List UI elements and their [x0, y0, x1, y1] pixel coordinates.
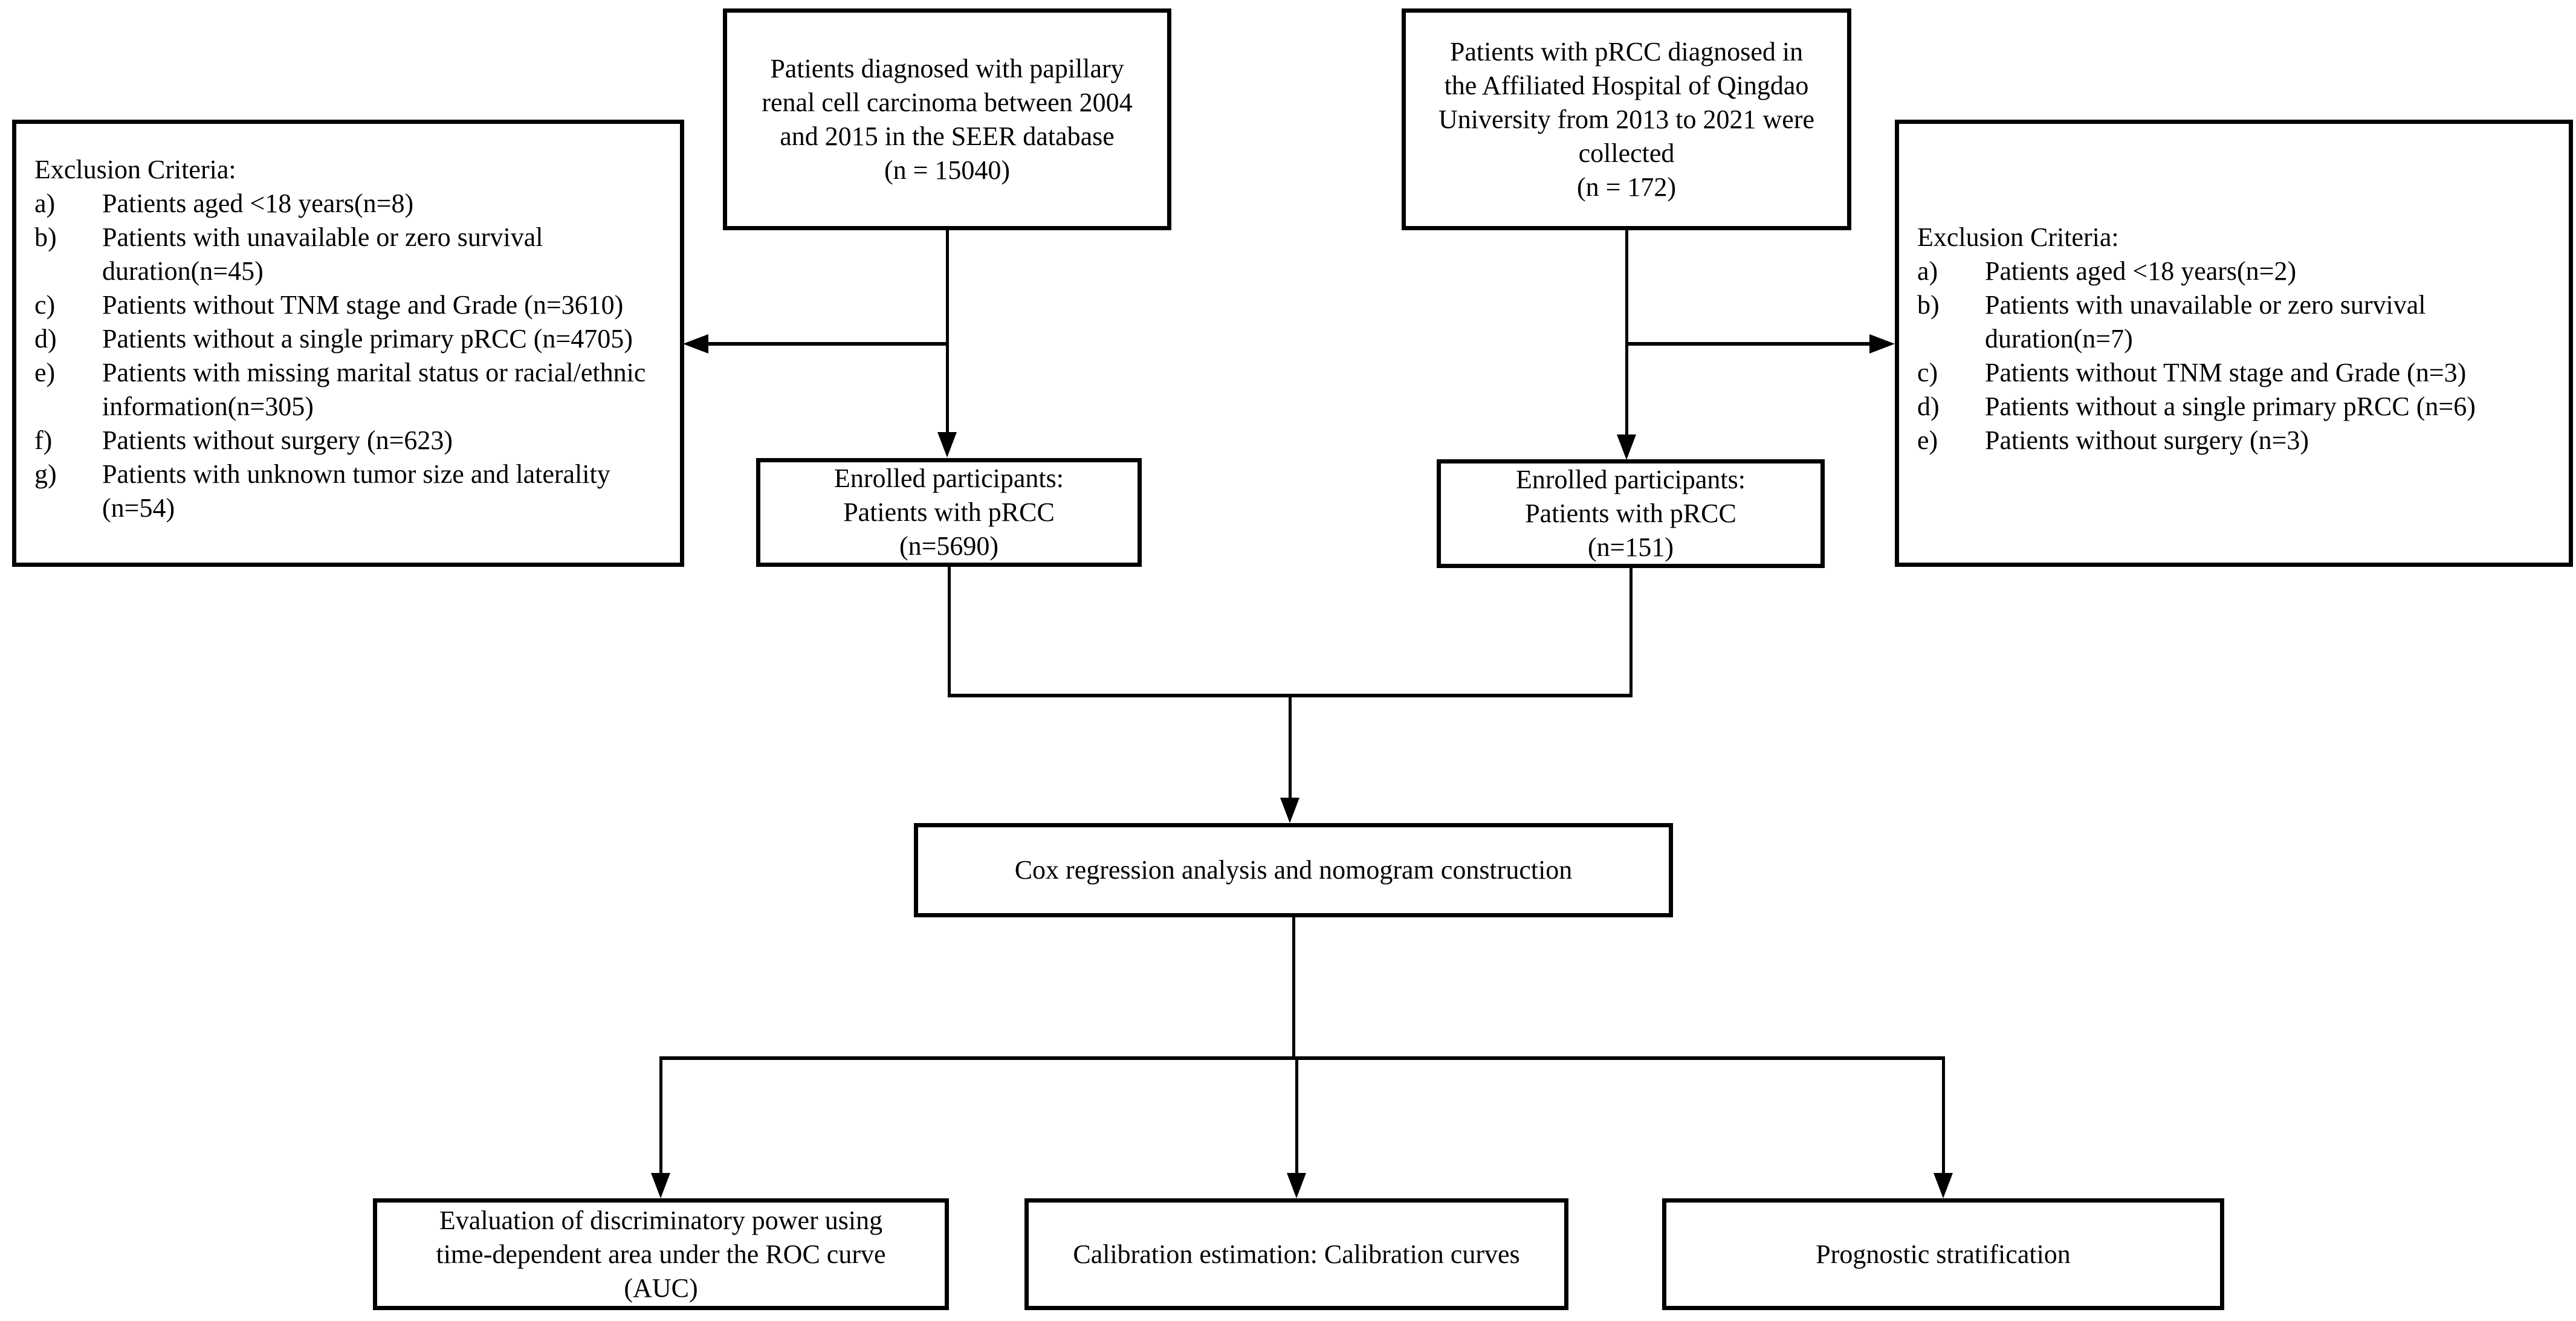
exclusion-item-text: Patients without a single primary pRCC (… — [1985, 392, 2476, 421]
connector-to-stratification-line — [1942, 1056, 1945, 1175]
hospital-enrolled-text: Enrolled participants: Patients with pRC… — [1516, 465, 1746, 562]
exclusion-item: b) Patients with unavailable or zero surv… — [1917, 288, 2565, 356]
exclusion-item: d) Patients without a single primary pRCC… — [34, 322, 676, 356]
hospital-enrolled-box: Enrolled participants: Patients with pRC… — [1437, 459, 1825, 568]
exclusion-item: b) Patients with unavailable or zero surv… — [34, 221, 676, 288]
exclusion-title: Exclusion Criteria: — [1917, 222, 2119, 252]
exclusion-item-label: e) — [34, 358, 56, 387]
hospital-exclusion-box: Exclusion Criteria: a) Patients aged <18 … — [1895, 120, 2573, 567]
arrowhead-into-calibration — [1287, 1173, 1306, 1198]
outcome-calibration-text: Calibration estimation: Calibration curv… — [1073, 1239, 1520, 1269]
outcome-stratification-text: Prognostic stratification — [1816, 1239, 2071, 1269]
arrowhead-into-stratification — [1934, 1173, 1953, 1198]
exclusion-item: c) Patients without TNM stage and Grade (… — [1917, 356, 2565, 390]
exclusion-item-label: c) — [34, 290, 56, 320]
outcome-calibration-box: Calibration estimation: Calibration curv… — [1024, 1198, 1568, 1310]
exclusion-item: g) Patients with unknown tumor size and l… — [34, 457, 676, 525]
exclusion-item: f) Patients without surgery (n=623) — [34, 424, 676, 457]
connector-distribute-horizontal-line — [659, 1056, 1945, 1060]
arrowhead-into-seer-enrolled — [937, 432, 957, 457]
exclusion-item-label: b) — [34, 222, 57, 252]
exclusion-item-text: Patients without surgery (n=3) — [1985, 425, 2309, 455]
exclusion-item-text: Patients with unavailable or zero surviv… — [1985, 290, 2426, 354]
exclusion-item-label: a) — [34, 189, 56, 218]
exclusion-item-label: e) — [1917, 425, 1938, 455]
connector-to-auc-line — [659, 1056, 662, 1175]
exclusion-item-text: Patients with unavailable or zero surviv… — [102, 222, 543, 286]
arrowhead-into-cox — [1280, 798, 1299, 823]
hospital-cohort-text: Patients with pRCC diagnosed in the Affi… — [1438, 36, 1814, 202]
seer-exclusion-box: Exclusion Criteria: a) Patients aged <18 … — [12, 120, 684, 567]
seer-enrolled-box: Enrolled participants: Patients with pRC… — [756, 458, 1142, 567]
connector-seer-down-line — [946, 230, 949, 437]
cox-analysis-box: Cox regression analysis and nomogram con… — [914, 823, 1673, 917]
connector-merge-right-line — [1629, 567, 1633, 697]
exclusion-item: c) Patients without TNM stage and Grade (… — [34, 288, 676, 322]
exclusion-item: a) Patients aged <18 years(n=8) — [34, 187, 676, 221]
exclusion-item-text: Patients without surgery (n=623) — [102, 425, 453, 455]
arrowhead-into-seer-exclusion — [683, 334, 708, 354]
outcome-auc-text: Evaluation of discriminatory power using… — [436, 1205, 886, 1303]
cox-analysis-text: Cox regression analysis and nomogram con… — [1014, 855, 1573, 885]
connector-merge-left-line — [948, 566, 951, 697]
connector-cox-down-line — [1292, 916, 1295, 1060]
connector-to-calibration-line — [1295, 1056, 1298, 1175]
connector-seer-exclusion-branch-line — [704, 342, 949, 346]
arrowhead-into-auc — [651, 1173, 670, 1198]
seer-cohort-box: Patients diagnosed with papillary renal … — [723, 8, 1171, 230]
connector-hospital-exclusion-branch-line — [1625, 342, 1869, 346]
exclusion-item-text: Patients without TNM stage and Grade (n=… — [102, 290, 624, 320]
exclusion-item-label: d) — [34, 324, 57, 354]
exclusion-item-text: Patients without a single primary pRCC (… — [102, 324, 633, 354]
connector-to-cox-line — [1289, 694, 1292, 799]
exclusion-item: e) Patients without surgery (n=3) — [1917, 424, 2565, 457]
exclusion-item-text: Patients without TNM stage and Grade (n=… — [1985, 358, 2467, 387]
exclusion-title: Exclusion Criteria: — [34, 155, 236, 184]
arrowhead-into-hospital-enrolled — [1617, 434, 1636, 460]
exclusion-list: a) Patients aged <18 years(n=2) b) Patients… — [1917, 254, 2565, 457]
exclusion-item: d) Patients without a single primary pRCC… — [1917, 390, 2565, 424]
exclusion-item-label: a) — [1917, 256, 1938, 286]
exclusion-item-text: Patients with unknown tumor size and lat… — [102, 459, 610, 523]
exclusion-item-label: b) — [1917, 290, 1940, 320]
hospital-cohort-box: Patients with pRCC diagnosed in the Affi… — [1402, 8, 1851, 230]
arrowhead-into-hospital-exclusion — [1869, 334, 1895, 354]
exclusion-item: a) Patients aged <18 years(n=2) — [1917, 254, 2565, 288]
exclusion-item-label: g) — [34, 459, 57, 489]
exclusion-item-text: Patients aged <18 years(n=8) — [102, 189, 414, 218]
exclusion-list: a) Patients aged <18 years(n=8) b) Patients… — [34, 187, 676, 525]
exclusion-item: e) Patients with missing marital status o… — [34, 356, 676, 424]
outcome-auc-box: Evaluation of discriminatory power using… — [373, 1198, 949, 1310]
exclusion-item-label: c) — [1917, 358, 1938, 387]
exclusion-item-label: d) — [1917, 392, 1940, 421]
exclusion-item-label: f) — [34, 425, 53, 455]
exclusion-item-text: Patients aged <18 years(n=2) — [1985, 256, 2297, 286]
exclusion-item-text: Patients with missing marital status or … — [102, 358, 646, 421]
connector-hospital-down-line — [1625, 230, 1628, 437]
outcome-stratification-box: Prognostic stratification — [1662, 1198, 2224, 1310]
seer-cohort-text: Patients diagnosed with papillary renal … — [762, 53, 1133, 185]
seer-enrolled-text: Enrolled participants: Patients with pRC… — [834, 463, 1064, 561]
